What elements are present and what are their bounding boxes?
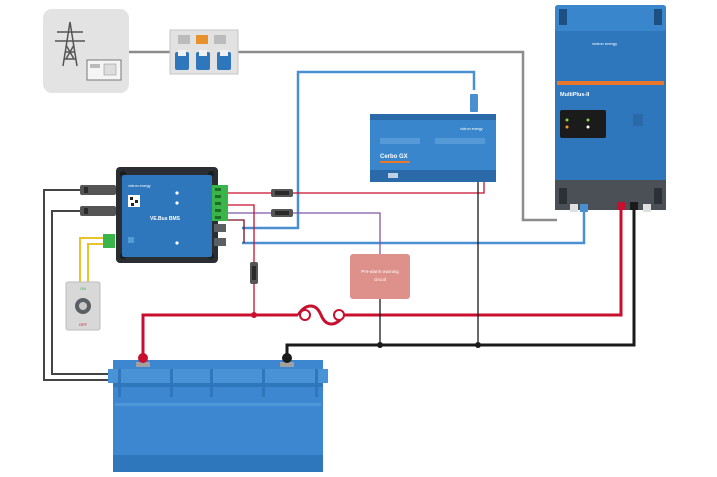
prealarm-circuit: Pre-alarm warning circuit xyxy=(350,254,410,299)
cerbo-brand: victron energy xyxy=(460,127,483,131)
inverter-vebus-port xyxy=(580,204,588,212)
switch-off-label: OFF xyxy=(79,322,88,327)
inverter-model: MultiPlus-II xyxy=(560,92,590,98)
inverter-dc-positive-terminal xyxy=(617,202,625,210)
bms-title: VE.Bus BMS xyxy=(150,216,181,222)
battery-positive-terminal xyxy=(138,353,148,363)
bms-cell-connector-a xyxy=(80,185,116,195)
bms-positive-sense-wire xyxy=(228,204,255,315)
ve-bus-wire-inverter xyxy=(242,210,586,245)
prealarm-signal-wire xyxy=(228,212,381,254)
inverter-dc-negative-terminal xyxy=(630,202,638,210)
dc-positive-busbar xyxy=(141,206,623,357)
bms-vebus-port-b xyxy=(214,238,226,246)
ve-bus-wire-cerbo xyxy=(242,70,476,230)
dc-negative-busbar xyxy=(285,206,636,357)
cerbo-gx: victron energy Cerbo GX xyxy=(370,94,496,182)
remote-onoff-switch: ON OFF xyxy=(65,281,101,331)
inline-connectors xyxy=(250,189,293,284)
bms-cell-cable-a xyxy=(43,189,112,381)
generator-icon xyxy=(86,59,122,81)
bms-remote-terminal xyxy=(103,234,115,248)
lithium-battery xyxy=(108,353,328,472)
battery-negative-terminal xyxy=(282,353,292,363)
bms-brand: victron energy xyxy=(128,184,151,188)
cerbo-vebus-port xyxy=(470,94,478,112)
inverter-control-panel xyxy=(560,110,606,138)
remote-switch-wire-b xyxy=(87,243,103,282)
dc-fuse xyxy=(296,304,346,326)
multiplus-inverter: victron energy MultiPlus-II xyxy=(555,5,666,212)
bms-vebus-port-a xyxy=(214,224,226,232)
ac-grid-source xyxy=(43,9,129,93)
bms-cell-connector-b xyxy=(80,206,116,216)
bms-aux-wire xyxy=(228,219,245,243)
switch-on-label: ON xyxy=(80,286,86,291)
cerbo-title: Cerbo GX xyxy=(380,154,408,160)
breaker-icon xyxy=(175,52,189,70)
inverter-brand: victron energy xyxy=(592,41,617,46)
ac-input-wire xyxy=(129,50,557,222)
power-pylon-icon xyxy=(55,21,85,67)
ac-breaker-box xyxy=(169,29,239,75)
prealarm-label-line1: Pre-alarm warning xyxy=(361,269,399,274)
vebus-bms: victron energy VE.Bus BMS xyxy=(80,167,228,263)
prealarm-label-line2: circuit xyxy=(374,277,387,282)
bms-cell-cable-b xyxy=(51,210,112,375)
remote-switch-wire-a xyxy=(79,237,103,282)
